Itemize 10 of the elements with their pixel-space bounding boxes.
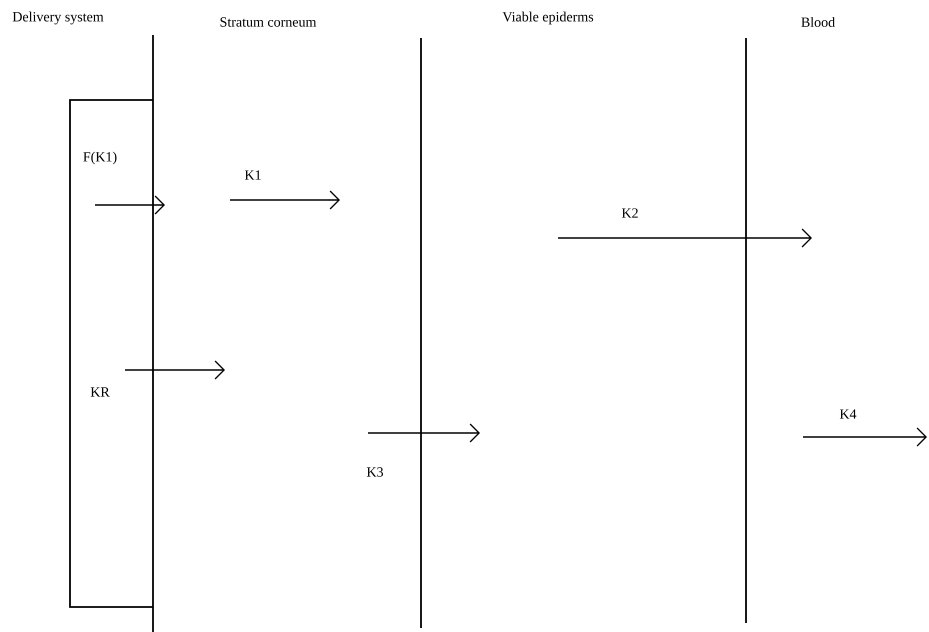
rate-label: K2 [622,208,638,218]
rate-label: K3 [366,467,384,477]
layer-label: Delivery system [12,12,104,24]
rate-label: K4 [840,409,856,419]
rate-label: K1 [244,170,261,180]
rate-label: F(K1) [83,152,116,164]
layer-label: Blood [801,17,835,27]
rate-label: KR [90,387,110,397]
layer-label: Stratum corneum [220,17,316,27]
layer-label: Viable epiderms [502,12,594,24]
